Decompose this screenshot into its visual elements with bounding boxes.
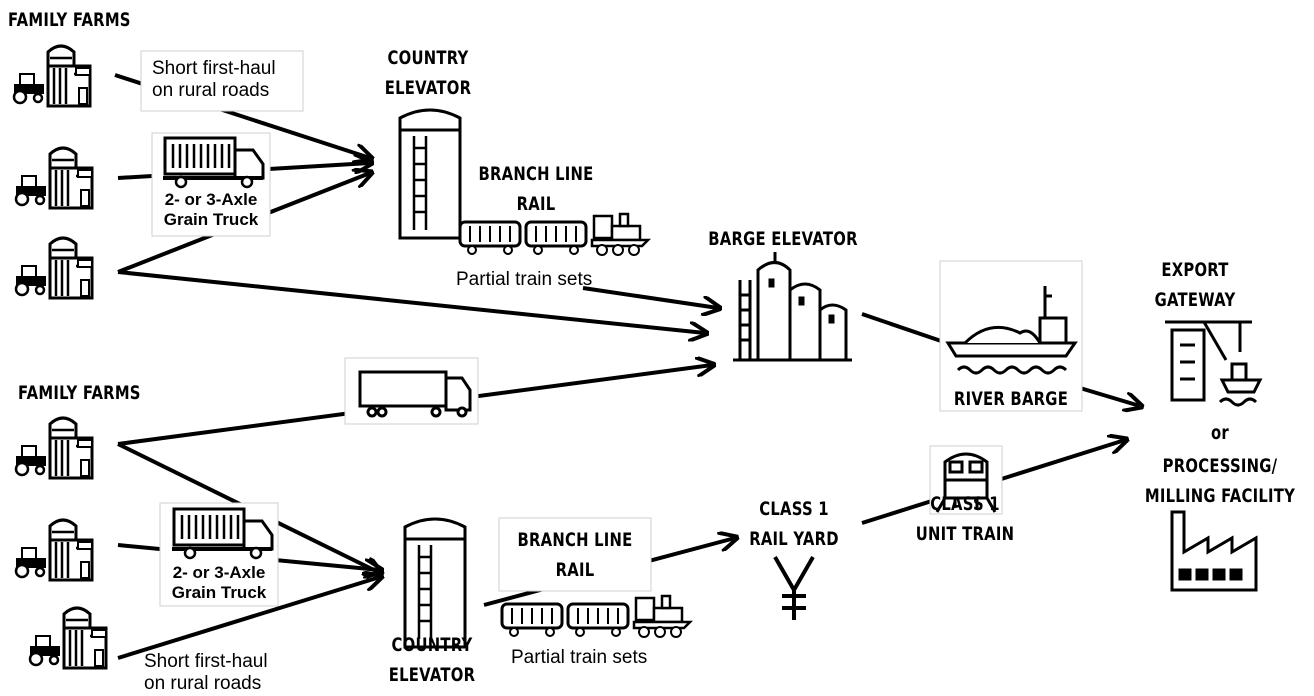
country-elevator-line2: ELEVATOR	[370, 660, 495, 690]
farm-icon	[30, 608, 106, 668]
arrow-farm3-barge-elevator	[118, 272, 705, 333]
processing-line2: MILLING FACILITY	[1142, 481, 1298, 511]
branch-line-line2: RAIL	[469, 189, 603, 219]
processing-line1: PROCESSING/	[1142, 451, 1298, 481]
arrow-branch-rail-barge-elevator	[583, 288, 718, 308]
class1-rail-yard-heading: CLASS 1 RAIL YARD	[739, 494, 848, 554]
grain-truck-label-top: 2- or 3-Axle Grain Truck	[158, 190, 264, 230]
country-elevator-line1: COUNTRY	[366, 43, 491, 73]
partial-train-label-top: Partial train sets	[456, 269, 592, 291]
export-line1: EXPORT	[1144, 255, 1245, 285]
export-gateway-heading: EXPORT GATEWAY	[1144, 255, 1245, 315]
farm-icon	[16, 148, 92, 208]
truck-line2: Grain Truck	[158, 210, 264, 230]
first-haul-line1: Short first-haul	[144, 651, 268, 673]
barge-elevator-icon	[733, 252, 852, 360]
first-haul-line2: on rural roads	[144, 673, 268, 695]
first-haul-line1: Short first-haul	[152, 58, 276, 80]
class1-yard-line1: CLASS 1	[739, 494, 848, 524]
farm-icon	[16, 238, 92, 298]
country-elevator-heading-bottom: COUNTRY ELEVATOR	[370, 630, 495, 690]
truck-line1: 2- or 3-Axle	[158, 190, 264, 210]
farm-icon	[14, 46, 90, 106]
branch-line-heading-bottom: BRANCH LINE RAIL	[509, 525, 642, 585]
partial-train-label-bottom: Partial train sets	[511, 647, 647, 669]
country-elevator-line1: COUNTRY	[370, 630, 495, 660]
country-elevator-line2: ELEVATOR	[366, 73, 491, 103]
or-label: or	[1189, 418, 1251, 448]
branch-line-line2: RAIL	[509, 555, 642, 585]
class1-unit-line2: UNIT TRAIN	[908, 519, 1022, 549]
first-haul-label-bottom: Short first-haul on rural roads	[144, 651, 268, 695]
truck-line2: Grain Truck	[166, 583, 272, 603]
first-haul-label-top: Short first-haul on rural roads	[152, 58, 276, 102]
export-line2: GATEWAY	[1144, 285, 1245, 315]
branch-line-line1: BRANCH LINE	[509, 525, 642, 555]
first-haul-line2: on rural roads	[152, 80, 276, 102]
family-farms-heading-top: FAMILY FARMS	[8, 5, 131, 35]
branch-line-heading-top: BRANCH LINE RAIL	[469, 159, 603, 219]
factory-icon	[1172, 512, 1256, 590]
truck-line1: 2- or 3-Axle	[166, 563, 272, 583]
barge-elevator-heading: BARGE ELEVATOR	[696, 224, 869, 254]
country-elevator-icon	[400, 110, 460, 238]
arrow-river-barge-export	[1080, 388, 1140, 406]
class1-unit-line1: CLASS 1	[908, 489, 1022, 519]
class1-yard-line2: RAIL YARD	[739, 524, 848, 554]
rail-yard-icon	[775, 557, 813, 620]
line-barge-elevator-river	[862, 314, 944, 342]
export-gateway-icon	[1165, 322, 1260, 405]
partial-train-icon	[502, 596, 690, 637]
country-elevator-icon	[405, 519, 465, 647]
grain-truck-label-bottom: 2- or 3-Axle Grain Truck	[166, 563, 272, 603]
river-barge-heading: RIVER BARGE	[940, 384, 1082, 414]
partial-train-icon	[460, 214, 648, 255]
processing-facility-heading: PROCESSING/ MILLING FACILITY	[1142, 451, 1298, 511]
branch-line-line1: BRANCH LINE	[469, 159, 603, 189]
class1-unit-train-heading: CLASS 1 UNIT TRAIN	[908, 489, 1022, 549]
country-elevator-heading-top: COUNTRY ELEVATOR	[366, 43, 491, 103]
farm-icon	[16, 520, 92, 580]
farm-icon	[16, 418, 92, 478]
family-farms-heading-bottom: FAMILY FARMS	[18, 378, 141, 408]
